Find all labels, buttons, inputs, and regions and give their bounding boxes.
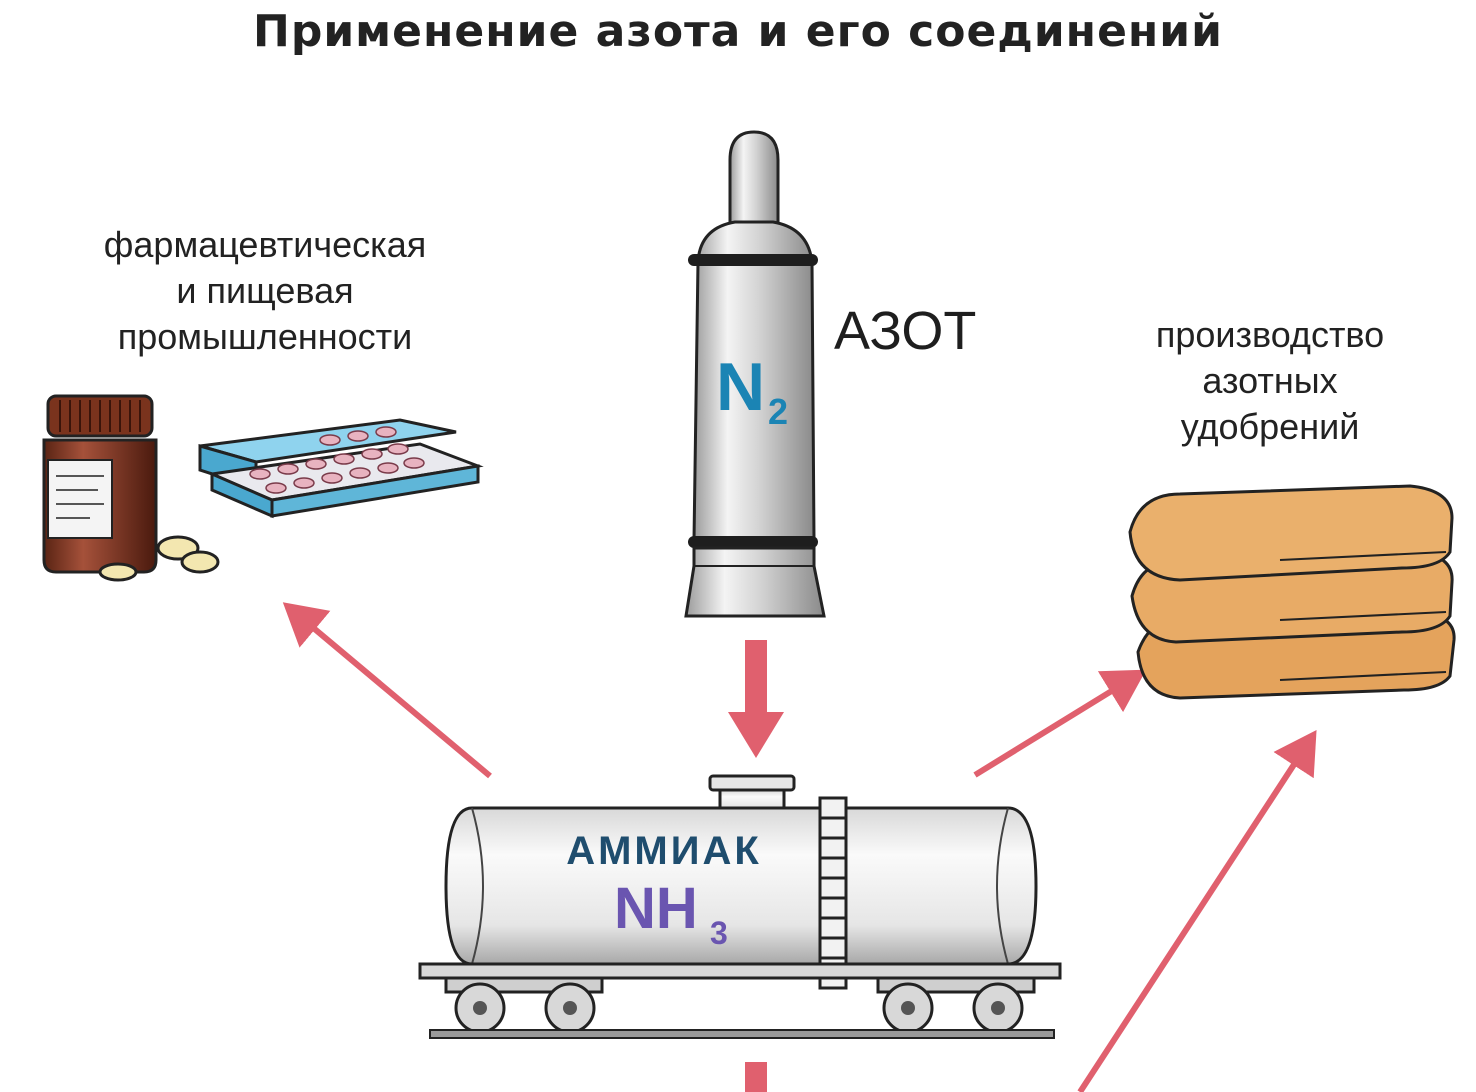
label-pharma-food-industry: фармацевтическая и пищевая промышленност…: [40, 222, 490, 360]
tank-car-icon: АММИАК NH 3: [418, 774, 1062, 1039]
formula-nh3-sub: 3: [710, 915, 728, 951]
label-line: и пищевая: [176, 270, 354, 311]
arrow-up-to-fertilizers: [1077, 729, 1317, 1092]
label-line: удобрений: [1180, 406, 1360, 447]
label-line: промышленности: [117, 316, 413, 357]
arrow-cylinder-to-tank: [728, 640, 784, 758]
fertilizer-bags-icon: [1128, 484, 1456, 700]
pill-blister-icon: [198, 418, 484, 519]
label-line: фармацевтическая: [103, 224, 427, 265]
label-nitrogen: АЗОТ: [834, 301, 977, 361]
label-line: производство: [1155, 314, 1385, 355]
arrow-to-pharma: [282, 602, 492, 779]
formula-n2-main: N: [716, 349, 765, 425]
label-line: азотных: [1202, 360, 1338, 401]
label-fertilizer-production: производство азотных удобрений: [1100, 312, 1440, 450]
formula-n2-sub: 2: [768, 391, 788, 432]
arrow-down-stub: [745, 1062, 767, 1092]
gas-cylinder-icon: N 2: [684, 130, 826, 618]
arrow-to-fertilizers: [973, 669, 1147, 778]
medicine-jar-icon: [42, 394, 220, 582]
tank-label-ammonia: АММИАК: [566, 829, 762, 873]
formula-nh3-main: NH: [614, 876, 698, 941]
arrows-group: [282, 602, 1317, 1092]
page-title: Применение азота и его соединений: [253, 6, 1223, 57]
